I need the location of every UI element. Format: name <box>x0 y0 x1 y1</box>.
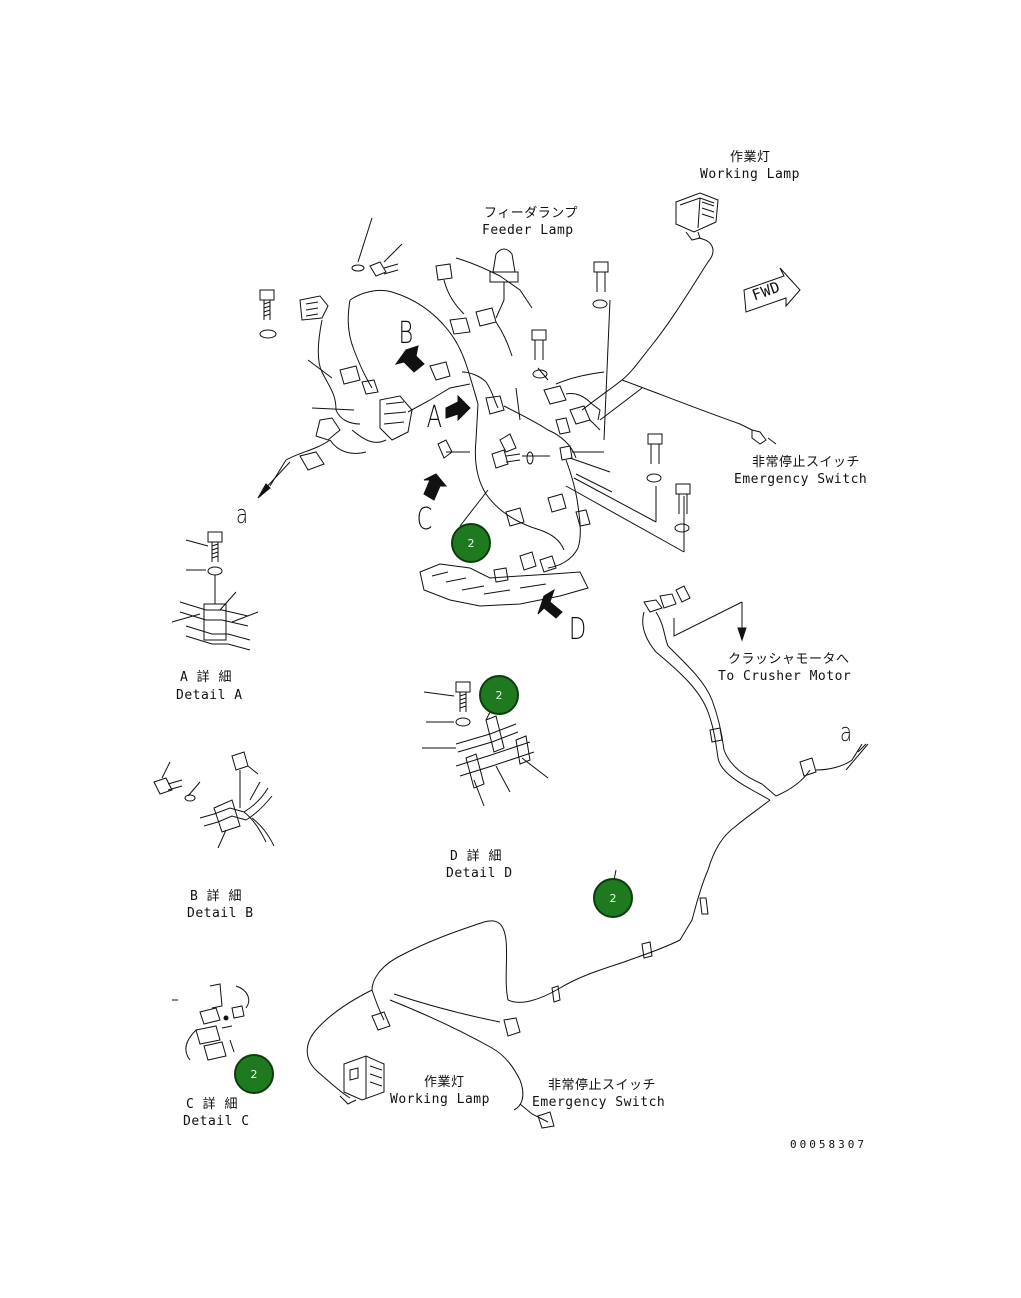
view-arrow-c-icon <box>424 474 446 500</box>
reference-letter-a-left: a <box>235 500 248 530</box>
view-letter-c: C <box>416 502 433 537</box>
view-letter-a: A <box>426 400 442 435</box>
feeder-lamp-icon <box>490 249 518 318</box>
detail-a-en-label: Detail A <box>176 688 243 703</box>
crusher-motor-en-label: To Crusher Motor <box>718 669 852 684</box>
bolt-icon <box>492 450 520 468</box>
part-callout-main[interactable]: 2 <box>451 523 491 563</box>
view-arrow-b-icon <box>396 346 424 372</box>
detail-b-jp-label: B 詳 細 <box>190 889 242 904</box>
detail-b-figure <box>154 752 274 848</box>
view-arrow-a-icon <box>446 396 470 420</box>
detail-d-jp-label: D 詳 細 <box>450 849 502 864</box>
detail-c-figure <box>172 984 249 1060</box>
working-lamp-bottom-icon <box>340 1056 384 1104</box>
bolt-icon <box>594 262 608 292</box>
document-number: 00058307 <box>790 1138 867 1151</box>
part-callout-detail-d[interactable]: 2 <box>479 675 519 715</box>
detail-c-en-label: Detail C <box>183 1114 250 1129</box>
working-lamp-bottom-en-label: Working Lamp <box>390 1092 490 1107</box>
feeder-lamp-en-label: Feeder Lamp <box>482 223 574 238</box>
emergency-switch-right-en-label: Emergency Switch <box>734 472 868 487</box>
view-arrow-d-icon <box>538 590 562 618</box>
crusher-motor-jp-label: クラッシャモータへ <box>728 652 850 667</box>
detail-a-jp-label: A 詳 細 <box>180 670 232 685</box>
emergency-switch-right-jp-label: 非常停止スイッチ <box>752 455 861 470</box>
part-callout-detail-c[interactable]: 2 <box>234 1054 274 1094</box>
reference-letter-a-right: a <box>839 718 852 748</box>
detail-d-figure <box>422 682 548 806</box>
part-callout-harness[interactable]: 2 <box>593 878 633 918</box>
detail-a-figure <box>172 532 258 650</box>
bolt-icon <box>648 434 662 464</box>
detail-b-en-label: Detail B <box>187 906 254 921</box>
detail-c-jp-label: C 詳 細 <box>186 1097 238 1112</box>
bolt-icon <box>676 484 690 514</box>
working-lamp-bottom-jp-label: 作業灯 <box>424 1075 465 1090</box>
working-lamp-top-jp-label: 作業灯 <box>730 150 771 165</box>
emergency-switch-bottom-jp-label: 非常停止スイッチ <box>548 1078 657 1093</box>
bolt-icon <box>260 290 274 320</box>
view-letter-b: B <box>398 316 414 351</box>
fwd-arrow-icon <box>744 268 800 312</box>
working-lamp-top-icon <box>676 193 718 240</box>
detail-d-en-label: Detail D <box>446 866 513 881</box>
bolt-icon <box>370 262 398 276</box>
feeder-lamp-jp-label: フィーダランプ <box>484 206 578 221</box>
emergency-switch-bottom-en-label: Emergency Switch <box>532 1095 666 1110</box>
bolt-icon <box>532 330 546 360</box>
view-letter-d: D <box>568 612 587 647</box>
working-lamp-top-en-label: Working Lamp <box>700 167 800 182</box>
